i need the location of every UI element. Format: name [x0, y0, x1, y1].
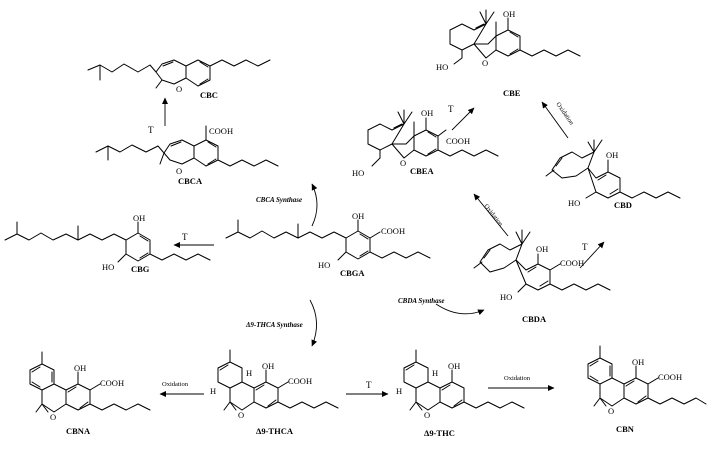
arrow-cbea-to-cbe [451, 107, 475, 131]
thca-oxygen: O [238, 410, 244, 420]
cbna-cooh: COOH [100, 378, 124, 388]
arrow-cbda-to-cbea [473, 193, 509, 237]
oxidation-label-thca-cbna: Oxidation [162, 381, 189, 388]
cbea-label: CBEA [410, 166, 434, 176]
cbca-label: CBCA [178, 176, 203, 186]
thc-h-lower: H [396, 386, 402, 396]
cbda-ho: HO [500, 292, 512, 302]
cbe-structure [449, 9, 581, 65]
cbga-label: CBGA [340, 268, 365, 278]
cbn-oxygen: O [608, 406, 614, 416]
cbg-structure [4, 221, 211, 263]
thc-oxygen: O [424, 410, 430, 420]
thca-label: Δ9-THCA [256, 426, 294, 436]
cbda-synthase-label: CBDA Synthase [398, 297, 445, 305]
thca-structure [217, 349, 339, 411]
thc-label: Δ9-THC [424, 428, 455, 438]
reaction-t-cbea-cbe: T [448, 104, 454, 114]
cbca-structure [95, 125, 279, 167]
cbd-ho: HO [568, 198, 580, 208]
cbna-oh: OH [74, 363, 86, 373]
cbea-oh: OH [421, 108, 433, 118]
cbd-structure [545, 139, 681, 199]
arrow-cbga-to-thca [309, 299, 318, 347]
cbca-synthase-label: CBCA Synthase [256, 196, 302, 204]
arrow-cbda-to-cbd [579, 241, 605, 269]
cbc-oxygen: O [176, 84, 182, 94]
cbda-structure [473, 229, 611, 293]
reaction-t-cbga-cbg: T [182, 232, 188, 242]
cbe-label: CBE [503, 88, 521, 98]
cbn-oh: OH [632, 357, 644, 367]
cbe-ho: HO [436, 62, 448, 72]
cbna-oxygen: O [50, 412, 56, 422]
cbc-structure [87, 59, 271, 89]
cbea-structure [367, 109, 499, 167]
cbna-label: CBNA [66, 426, 91, 436]
cbe-oh: OH [503, 9, 515, 19]
cbca-oxygen: O [176, 166, 182, 176]
oxidation-label-cbda-cbea: Oxidation [482, 203, 504, 228]
thc-oh: OH [448, 361, 460, 371]
cbga-structure [225, 219, 431, 261]
oxidation-label-thc-cbn: Oxidation [504, 375, 531, 382]
thca-h-upper: H [246, 368, 252, 378]
cbca-cooh: COOH [209, 126, 233, 136]
cbg-ho: HO [102, 262, 114, 272]
thc-h-upper: H [432, 368, 438, 378]
cbn-label: CBN [616, 424, 635, 434]
cbn-structure [587, 345, 707, 407]
cbn-cooh: COOH [658, 372, 682, 382]
cbda-oh: OH [536, 244, 548, 254]
cbg-label: CBG [131, 264, 150, 274]
cbd-label: CBD [614, 200, 632, 210]
cbea-cooh: COOH [446, 136, 470, 146]
arrow-cbd-to-cbe [541, 101, 569, 139]
cbga-oh: OH [352, 211, 364, 221]
cbea-oxygen: O [400, 158, 406, 168]
cbd-oh: OH [606, 150, 618, 160]
reaction-t-cbca-cbc: T [148, 125, 154, 135]
cbga-ho: HO [318, 260, 330, 270]
thca-cooh: COOH [288, 376, 312, 386]
cbna-structure [29, 351, 151, 413]
reaction-t-cbda-cbd: T [582, 242, 588, 252]
arrow-cbga-to-cbda [435, 303, 485, 316]
cbda-cooh: COOH [560, 258, 584, 268]
thca-oh: OH [262, 361, 274, 371]
thca-synthase-label: Δ9-THCA Synthase [245, 321, 303, 329]
cbda-label: CBDA [522, 314, 547, 324]
arrow-cbga-to-cbca [311, 183, 318, 227]
cbe-oxygen: O [482, 58, 488, 68]
cbc-label: CBC [200, 90, 218, 100]
cbga-cooh: COOH [381, 226, 405, 236]
cbg-oh: OH [133, 213, 145, 223]
reaction-t-thca-thc: T [366, 380, 372, 390]
cbea-ho: HO [352, 168, 364, 178]
thc-structure [403, 349, 525, 411]
thca-h-lower: H [210, 386, 216, 396]
